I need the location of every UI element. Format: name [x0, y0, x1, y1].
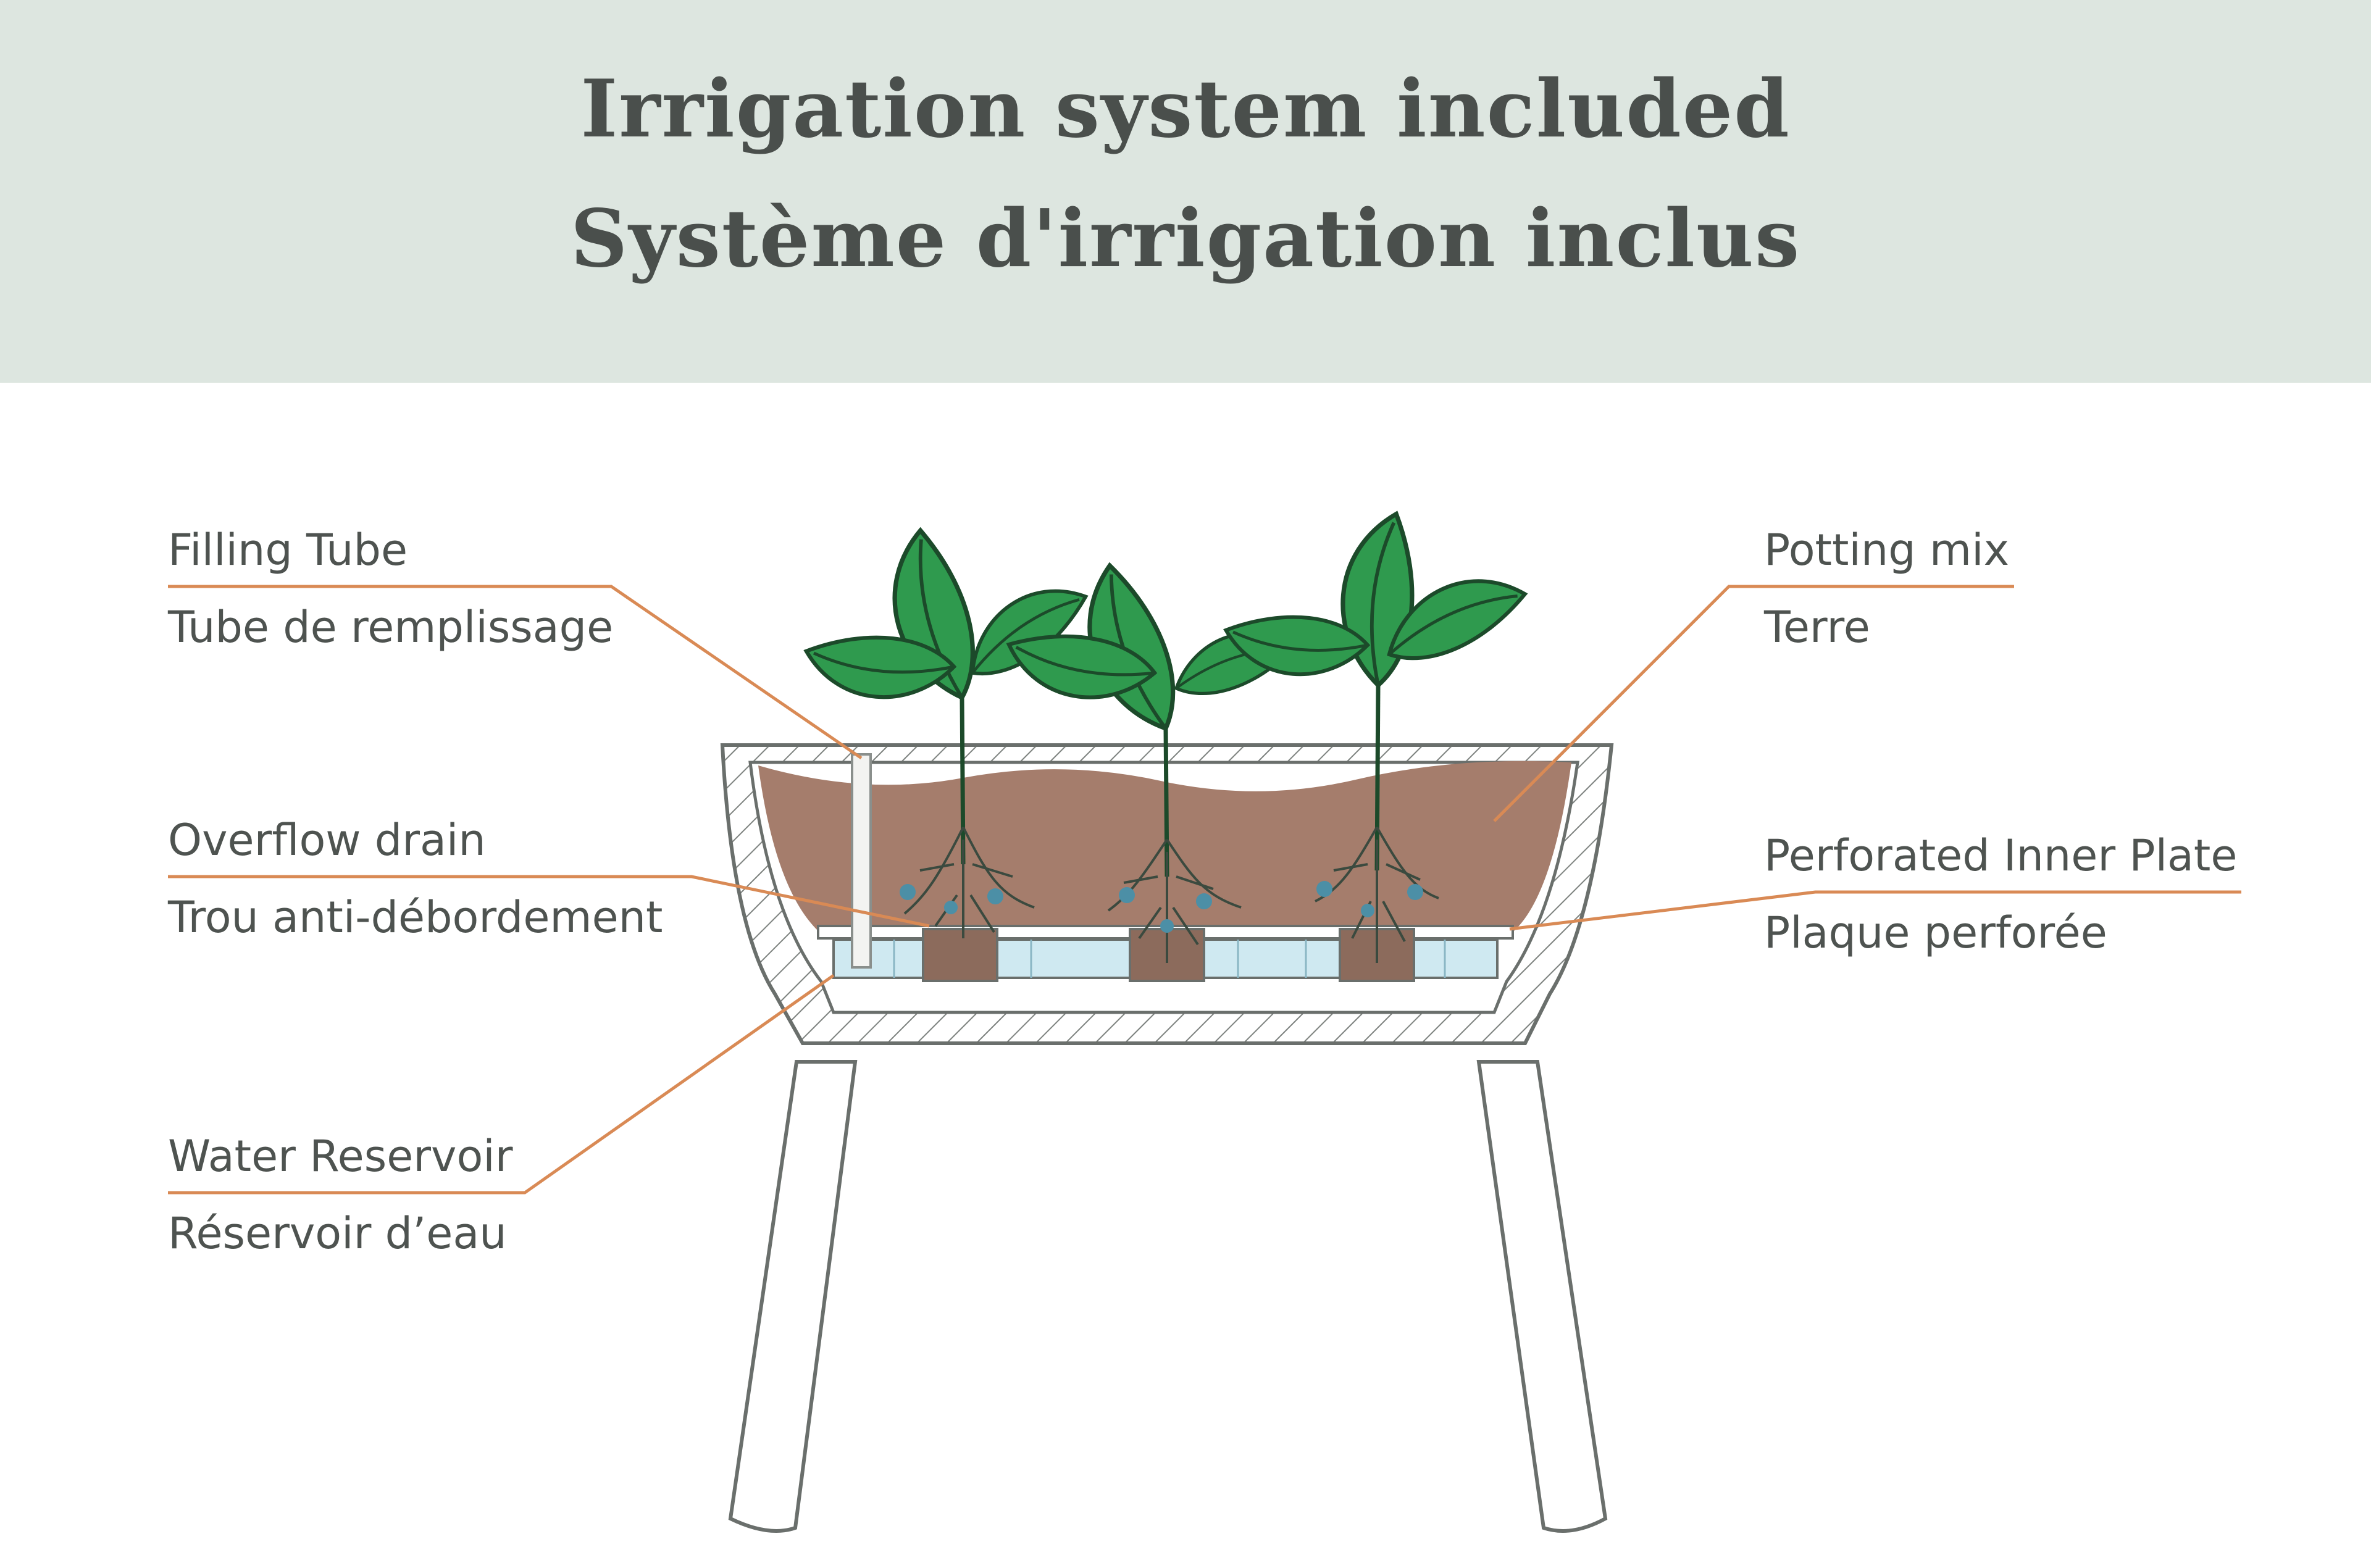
wicking-pots	[922, 928, 1415, 982]
label-inner-plate-en: Perforated Inner Plate	[1764, 830, 2238, 881]
leader-lines	[168, 585, 2241, 1195]
label-water-reservoir-fr: Réservoir d’eau	[168, 1208, 507, 1259]
header-banner: Irrigation system included Système d'irr…	[0, 0, 2371, 383]
planter-legs	[728, 1060, 1608, 1533]
title-french: Système d'irrigation inclus	[570, 193, 1801, 285]
filling-tube	[851, 753, 872, 969]
label-overflow-drain-fr: Trou anti-débordement	[168, 892, 663, 943]
label-overflow-drain-en: Overflow drain	[168, 815, 486, 865]
label-potting-mix-fr: Terre	[1764, 602, 1870, 653]
label-inner-plate-fr: Plaque perforée	[1764, 907, 2107, 958]
label-filling-tube-en: Filling Tube	[168, 525, 408, 575]
label-water-reservoir-en: Water Reservoir	[168, 1131, 513, 1182]
plants	[799, 506, 1534, 963]
label-potting-mix-en: Potting mix	[1764, 525, 2009, 575]
label-filling-tube-fr: Tube de remplissage	[168, 602, 614, 653]
title-english: Irrigation system included	[580, 63, 1791, 156]
